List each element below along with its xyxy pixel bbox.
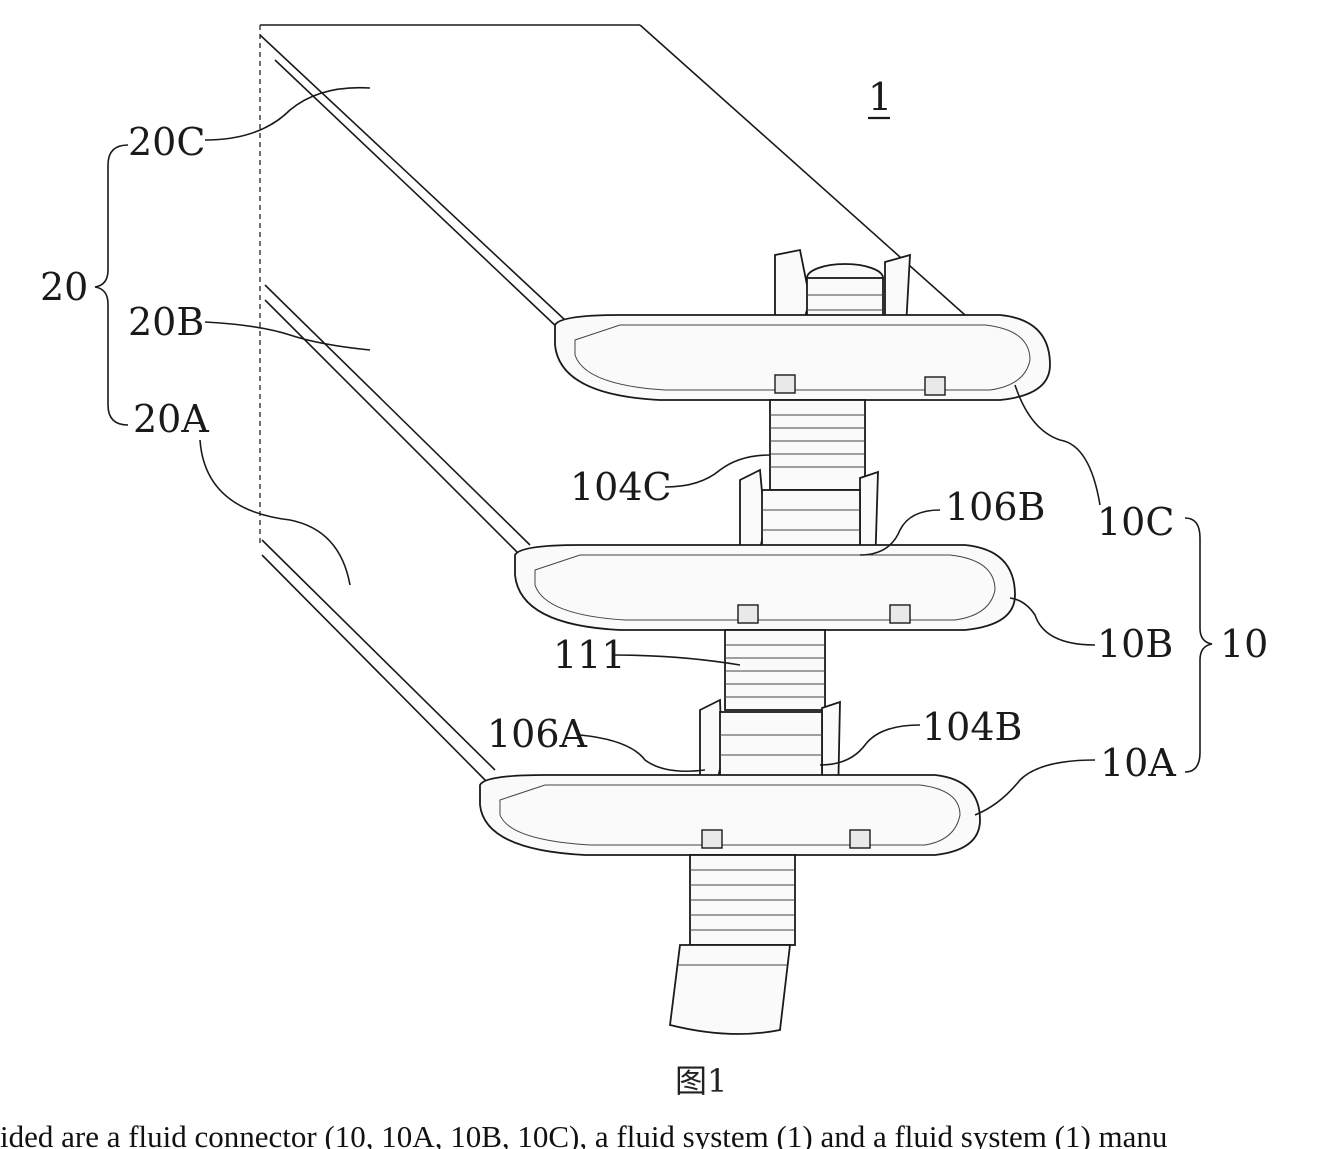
- label-106A: 106A: [487, 712, 588, 756]
- label-111: 111: [553, 633, 626, 677]
- label-10A: 10A: [1100, 741, 1176, 785]
- label-104B: 104B: [922, 705, 1022, 749]
- figure-caption: 图1: [675, 1062, 727, 1100]
- label-10C: 10C: [1097, 500, 1174, 544]
- label-10: 10: [1220, 622, 1268, 666]
- label-20: 20: [40, 265, 88, 309]
- figure-description: ided are a fluid connector (10, 10A, 10B…: [0, 1119, 1167, 1149]
- label-20C: 20C: [128, 120, 205, 164]
- tube-lower: [725, 630, 825, 710]
- label-20B: 20B: [128, 300, 204, 344]
- outlet-tube: [670, 855, 795, 1034]
- connector-10C: [555, 250, 1050, 400]
- tube-upper: [770, 400, 865, 490]
- label-106B: 106B: [945, 485, 1045, 529]
- leader-lines: [95, 88, 1212, 815]
- label-20A: 20A: [133, 397, 209, 441]
- label-10B: 10B: [1097, 622, 1173, 666]
- figure-ref-label: 1: [868, 75, 892, 119]
- label-104C: 104C: [570, 465, 672, 509]
